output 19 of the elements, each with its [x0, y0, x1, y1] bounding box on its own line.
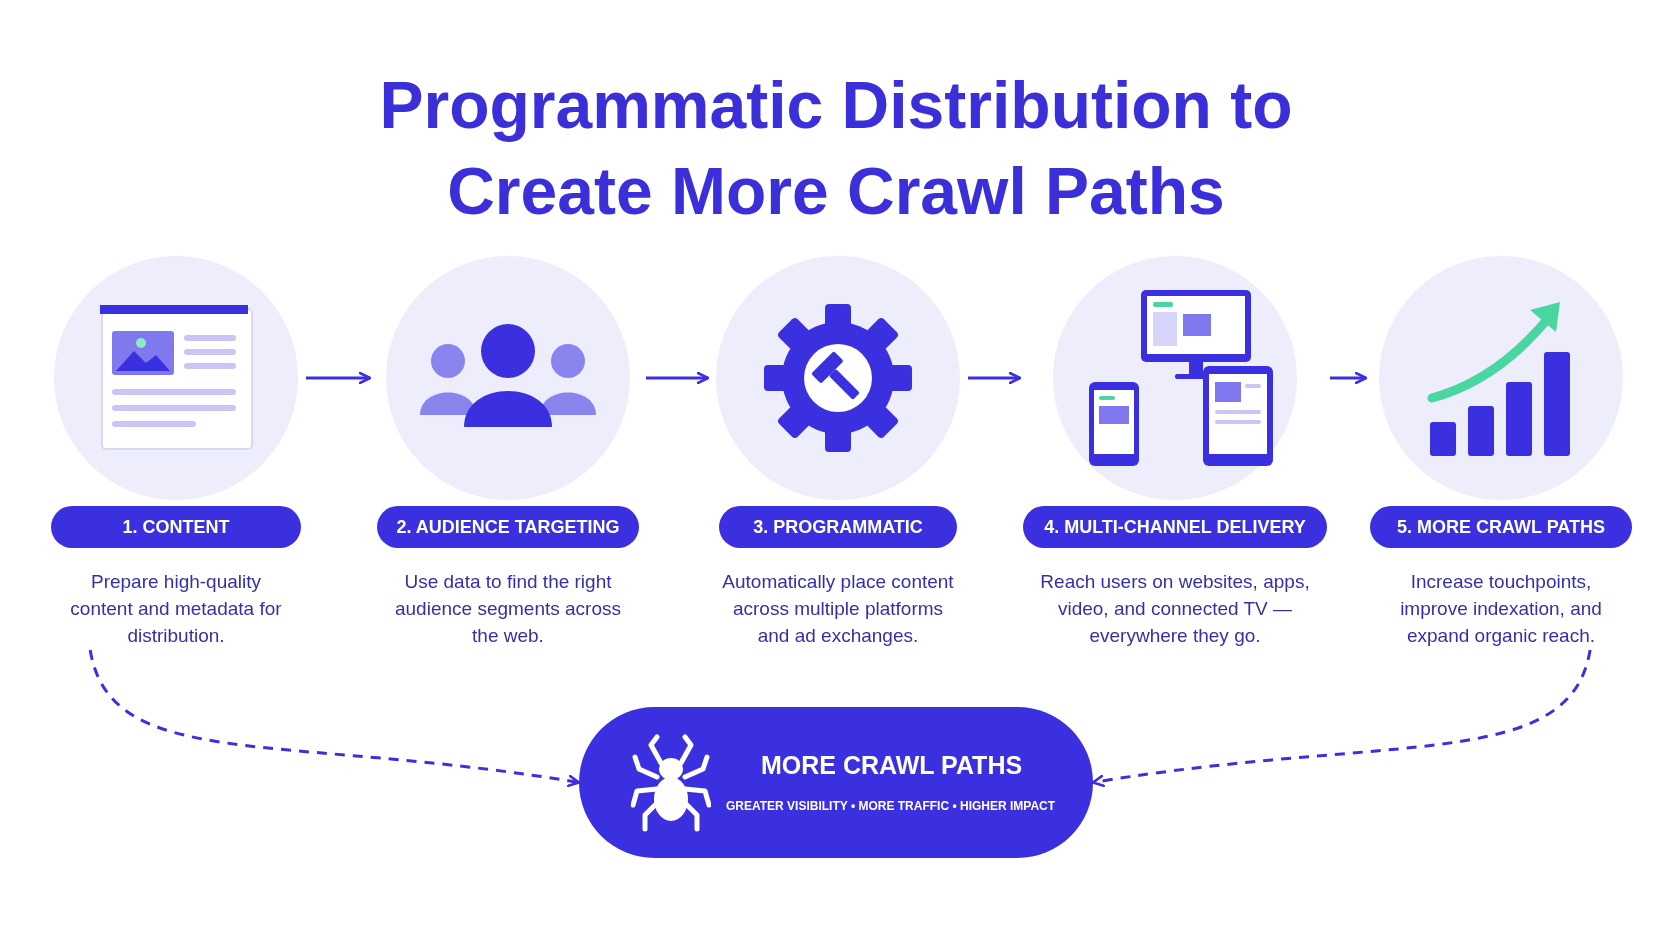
summary-subtitle: GREATER VISIBILITY • MORE TRAFFIC • HIGHER IMPACT — [726, 799, 1056, 813]
step-title: 2. AUDIENCE TARGETING — [377, 506, 639, 548]
step-description: Use data to find the right audience segments across the web. — [394, 570, 622, 648]
arrow — [1091, 649, 1592, 788]
arrow — [646, 371, 710, 385]
step-title: 3. PROGRAMMATIC — [719, 506, 957, 548]
arrow — [1330, 371, 1368, 385]
arrow — [968, 371, 1022, 385]
step-description: Reach users on websites, apps, video, and connected TV — everywhere they go. — [1039, 570, 1311, 648]
step-title: 4. MULTI-CHANNEL DELIVERY — [1023, 506, 1327, 548]
step-title: 1. CONTENT — [51, 506, 301, 548]
arrow — [306, 371, 372, 385]
arrow — [88, 649, 581, 788]
step-title: 5. MORE CRAWL PATHS — [1370, 506, 1632, 548]
summary-title: MORE CRAWL PATHS — [761, 751, 1023, 780]
step-description: Automatically place content across multiple platforms and ad exchanges. — [721, 570, 955, 648]
step-description: Increase touchpoints, improve indexation, and expand organic reach. — [1399, 570, 1603, 648]
title: Programmatic Distribution to Create More Crawl Paths — [378, 67, 1294, 230]
step-description: Prepare high-quality content and metadata for distribution. — [69, 570, 283, 648]
